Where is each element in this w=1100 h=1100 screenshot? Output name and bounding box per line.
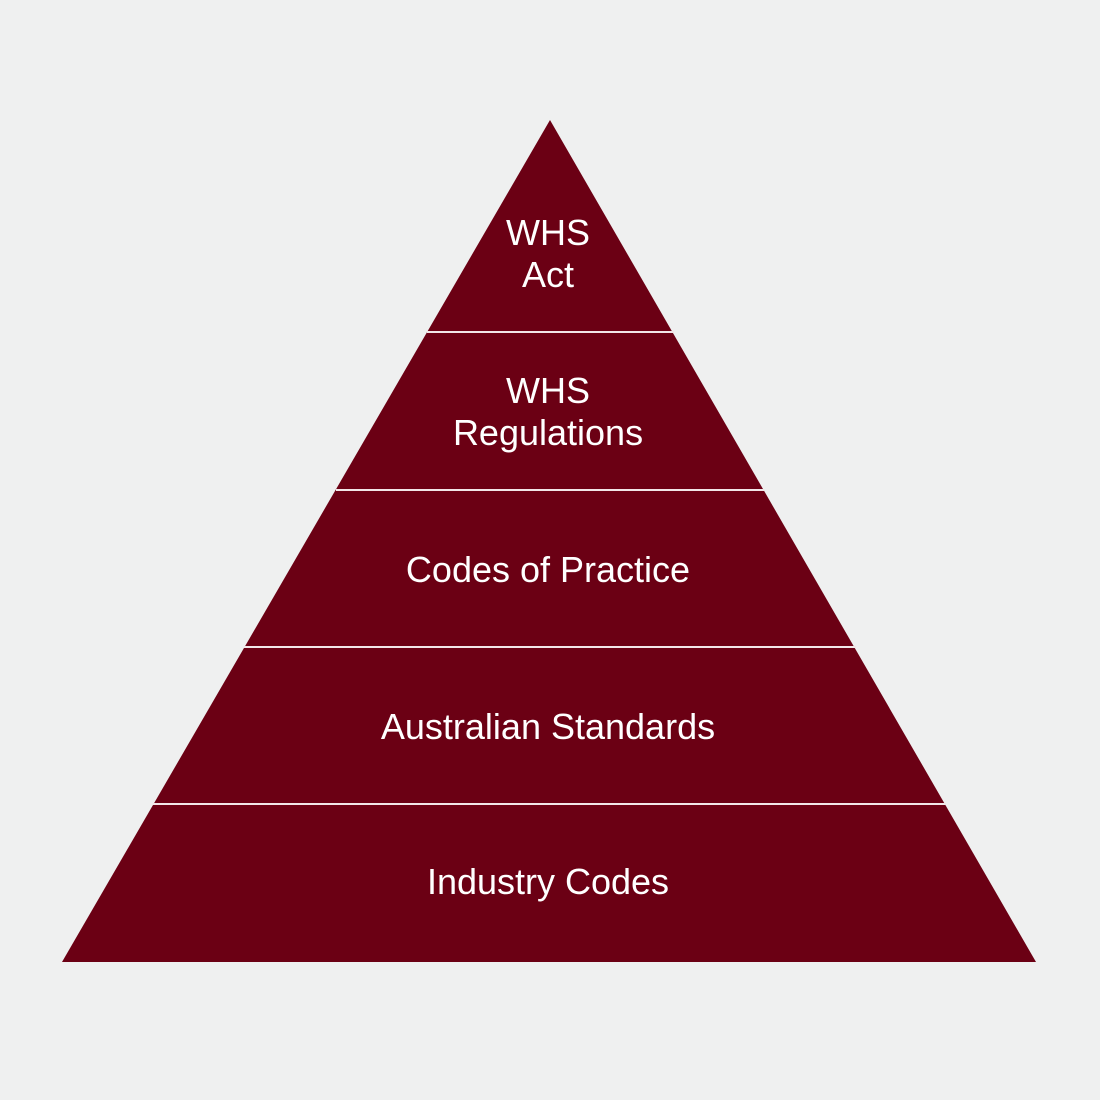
tier-industry-codes: Industry Codes [427, 861, 669, 902]
tier-codes-of-practice: Codes of Practice [406, 549, 690, 590]
tier-whs-act-line2: Act [522, 254, 574, 295]
tier-australian-standards: Australian Standards [381, 706, 715, 747]
tier-whs-regulations-line2: Regulations [453, 412, 643, 453]
tier-whs-act-line1: WHS [506, 212, 590, 253]
pyramid-shape [62, 120, 1036, 962]
tier-whs-regulations-line1: WHS [506, 370, 590, 411]
